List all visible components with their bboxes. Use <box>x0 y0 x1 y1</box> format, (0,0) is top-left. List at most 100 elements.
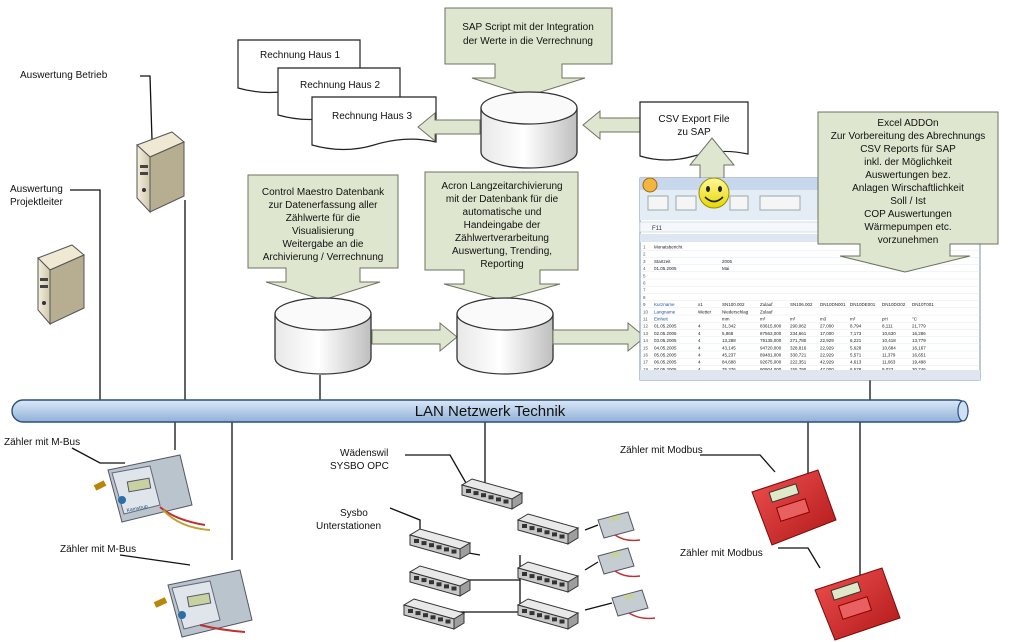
excel-cell-ref: F11 <box>652 226 663 232</box>
switch-port <box>488 495 494 500</box>
acron-callout: Acron Langzeitarchivierung mit der Daten… <box>424 171 579 301</box>
switch-port <box>522 572 527 576</box>
label-opc-1: Wädenswil <box>340 448 389 459</box>
sheet-row-number: 8 <box>643 295 646 300</box>
sheet-cell: 16,651 <box>912 353 926 358</box>
switch-icon <box>516 513 580 545</box>
sysbo-device-3 <box>611 589 656 620</box>
switch-port <box>544 615 550 620</box>
sap-callout-line-2: der Werte in die Verrechnung <box>463 36 593 47</box>
sheet-cell: 47,000 <box>820 367 834 372</box>
sysbo-device-2 <box>597 547 641 578</box>
sheet-cell: DN10DE001 <box>850 302 876 307</box>
sheet-cell: Zulauf <box>760 309 773 314</box>
sheet-cell: 8,111 <box>882 324 893 329</box>
sheet-cell: 30,746 <box>912 367 926 372</box>
switch-port <box>552 580 557 585</box>
excel-line-8: COP Auswertungen <box>864 209 952 220</box>
modbus-meter-1 <box>751 469 837 546</box>
sheet-cell: x1 <box>698 302 703 307</box>
switch-port <box>559 619 565 624</box>
sheet-row-number: 10 <box>643 309 649 314</box>
sheet-cell: SN106.002 <box>790 302 813 307</box>
sheet-cell: 4 <box>698 367 701 372</box>
sheet-row-number: 13 <box>643 331 649 336</box>
label-mbus-meter-1: Zähler mit M-Bus <box>4 437 81 448</box>
invoice-stack: Rechnung Haus 1 Rechnung Haus 2 Rechnung… <box>237 39 437 151</box>
switch-port <box>522 609 527 613</box>
sheet-cell: 4,613 <box>850 360 862 365</box>
sheet-cell: 31,342 <box>722 324 736 329</box>
sheet-cell: 4 <box>698 338 701 343</box>
sheet-row-number: 18 <box>643 367 649 372</box>
excel-addon-callout: Excel ADDOn Zur Vorbereitung des Abrechn… <box>817 111 999 273</box>
switch-port <box>537 576 542 581</box>
server-icon <box>136 131 185 214</box>
excel-line-7: Soll / Ist <box>890 196 926 207</box>
maestro-line-2: zur Datenerfassung aller <box>269 200 379 211</box>
sheet-row-number: 16 <box>643 353 649 358</box>
sheet-cell: Kurzname <box>654 302 675 307</box>
switch-port <box>421 578 427 583</box>
switch-port <box>423 613 428 618</box>
lan-label: LAN Netzwerk Technik <box>415 403 566 420</box>
sheet-cell: m3 <box>820 317 827 322</box>
label-auswertung-projektleiter-2: Projektleiter <box>10 197 63 208</box>
sheet-cell: Wetter <box>698 309 712 314</box>
sheet-cell: 328,816 <box>790 345 807 350</box>
switch-port <box>552 532 557 537</box>
switch-icon <box>402 598 466 630</box>
sheet-cell: Mai <box>722 266 729 271</box>
switch-port <box>473 491 479 496</box>
lan-bus: LAN Netzwerk Technik <box>11 399 969 423</box>
sheet-cell: 8,794 <box>850 324 862 329</box>
sheet-cell: SN100.002 <box>722 302 745 307</box>
maestro-line-4: Visualisierung <box>292 226 354 237</box>
sheet-cell: 5,571 <box>850 353 862 358</box>
sheet-cell: 17,000 <box>820 331 834 336</box>
sheet-cell: 05.05.2005 <box>654 353 677 358</box>
smiley-icon <box>698 177 730 209</box>
sheet-cell: 04.05.2005 <box>654 345 677 350</box>
sheet-cell: °C <box>912 317 918 322</box>
switch-port <box>529 574 535 579</box>
sheet-cell: 22,929 <box>820 345 834 350</box>
sheet-cell: 271,780 <box>790 338 807 343</box>
switch-port <box>444 584 449 589</box>
switch-port <box>503 499 509 504</box>
sheet-cell: 10,630 <box>882 331 896 336</box>
excel-line-4: inkl. der Möglichkeit <box>864 157 952 168</box>
excel-line-5: Auswertungen bez. <box>865 170 951 181</box>
switch-icon <box>408 528 472 560</box>
invoice-1: Rechnung Haus 1 <box>260 50 340 61</box>
sheet-row-number: 11 <box>643 317 648 322</box>
switch-icon <box>516 598 580 630</box>
sheet-cell: Monatsbericht <box>654 245 683 250</box>
sheet-cell: 4 <box>698 353 701 358</box>
sheet-cell: 10,418 <box>882 338 896 343</box>
switch-icon <box>408 565 472 597</box>
sheet-cell: 07.05.2005 <box>654 367 677 372</box>
mbus-meter-2 <box>153 569 253 638</box>
excel-line-6: Anlagen Wirschaftlichkeit <box>852 183 964 194</box>
mbus-meter-1: Kamstrup <box>93 454 211 531</box>
sheet-cell: 06.05.2005 <box>654 360 677 365</box>
switch-port <box>430 615 436 620</box>
sheet-row-number: 7 <box>643 288 646 293</box>
sheet-row-number: 14 <box>643 338 649 343</box>
maestro-line-3: Zählwerte für die <box>286 213 361 224</box>
switch-port <box>438 617 443 622</box>
csv-line-2: zu SAP <box>677 127 711 138</box>
sheet-cell: Einheit <box>654 317 669 322</box>
switch-port <box>414 539 419 543</box>
sap-database-cylinder <box>480 91 578 169</box>
sheet-cell: 6,578 <box>850 367 862 372</box>
sap-callout-line-1: SAP Script mit der Integration <box>462 22 594 33</box>
sheet-cell: 87563,000 <box>760 331 782 336</box>
sheet-row-number: 9 <box>643 302 646 307</box>
switch-port <box>415 611 421 616</box>
sheet-row-number: 2 <box>643 252 646 257</box>
excel-line-3: CSV Reports für SAP <box>860 144 956 155</box>
switch-port <box>481 493 486 498</box>
